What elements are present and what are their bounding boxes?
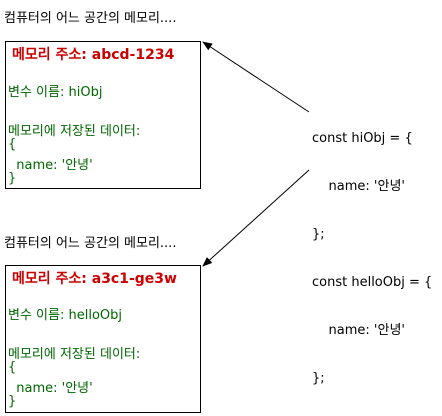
open-brace: { [8,137,17,152]
arrow-helloobj [202,169,310,267]
code-line: const helloObj = { [312,275,433,290]
memory-caption-top: 컴퓨터의 어느 공간의 메모리.... [4,11,177,26]
code-line: name: '안녕' [312,323,405,338]
code-line: }; [312,227,325,242]
stored-data-label: 메모리에 저장된 데이터: [8,124,141,139]
code-line: name: '안녕' [312,179,405,194]
stored-data-label: 메모리에 저장된 데이터: [8,347,141,362]
variable-name: 변수 이름: helloObj [8,308,122,323]
close-brace: } [8,171,17,186]
variable-name: 변수 이름: hiObj [8,85,103,100]
close-brace: } [8,394,17,409]
memory-caption-bottom: 컴퓨터의 어느 공간의 메모리.... [4,236,177,251]
memory-box-helloobj: 메모리 주소: a3c1-ge3w 변수 이름: helloObj 메모리에 저… [5,265,201,413]
open-brace: { [8,360,17,375]
code-line: }; [312,371,325,386]
code-line: const hiObj = { [312,131,413,146]
code-snippet: const hiObj = { name: '안녕' }; const hell… [312,99,432,403]
memory-address: 메모리 주소: a3c1-ge3w [12,271,177,287]
stored-data-content: name: '안녕' [8,381,93,396]
memory-address: 메모리 주소: abcd-1234 [12,47,175,63]
memory-box-hiobj: 메모리 주소: abcd-1234 변수 이름: hiObj 메모리에 저장된 … [5,41,201,189]
arrow-hiobj [202,41,310,113]
stored-data-content: name: '안녕' [8,158,93,173]
